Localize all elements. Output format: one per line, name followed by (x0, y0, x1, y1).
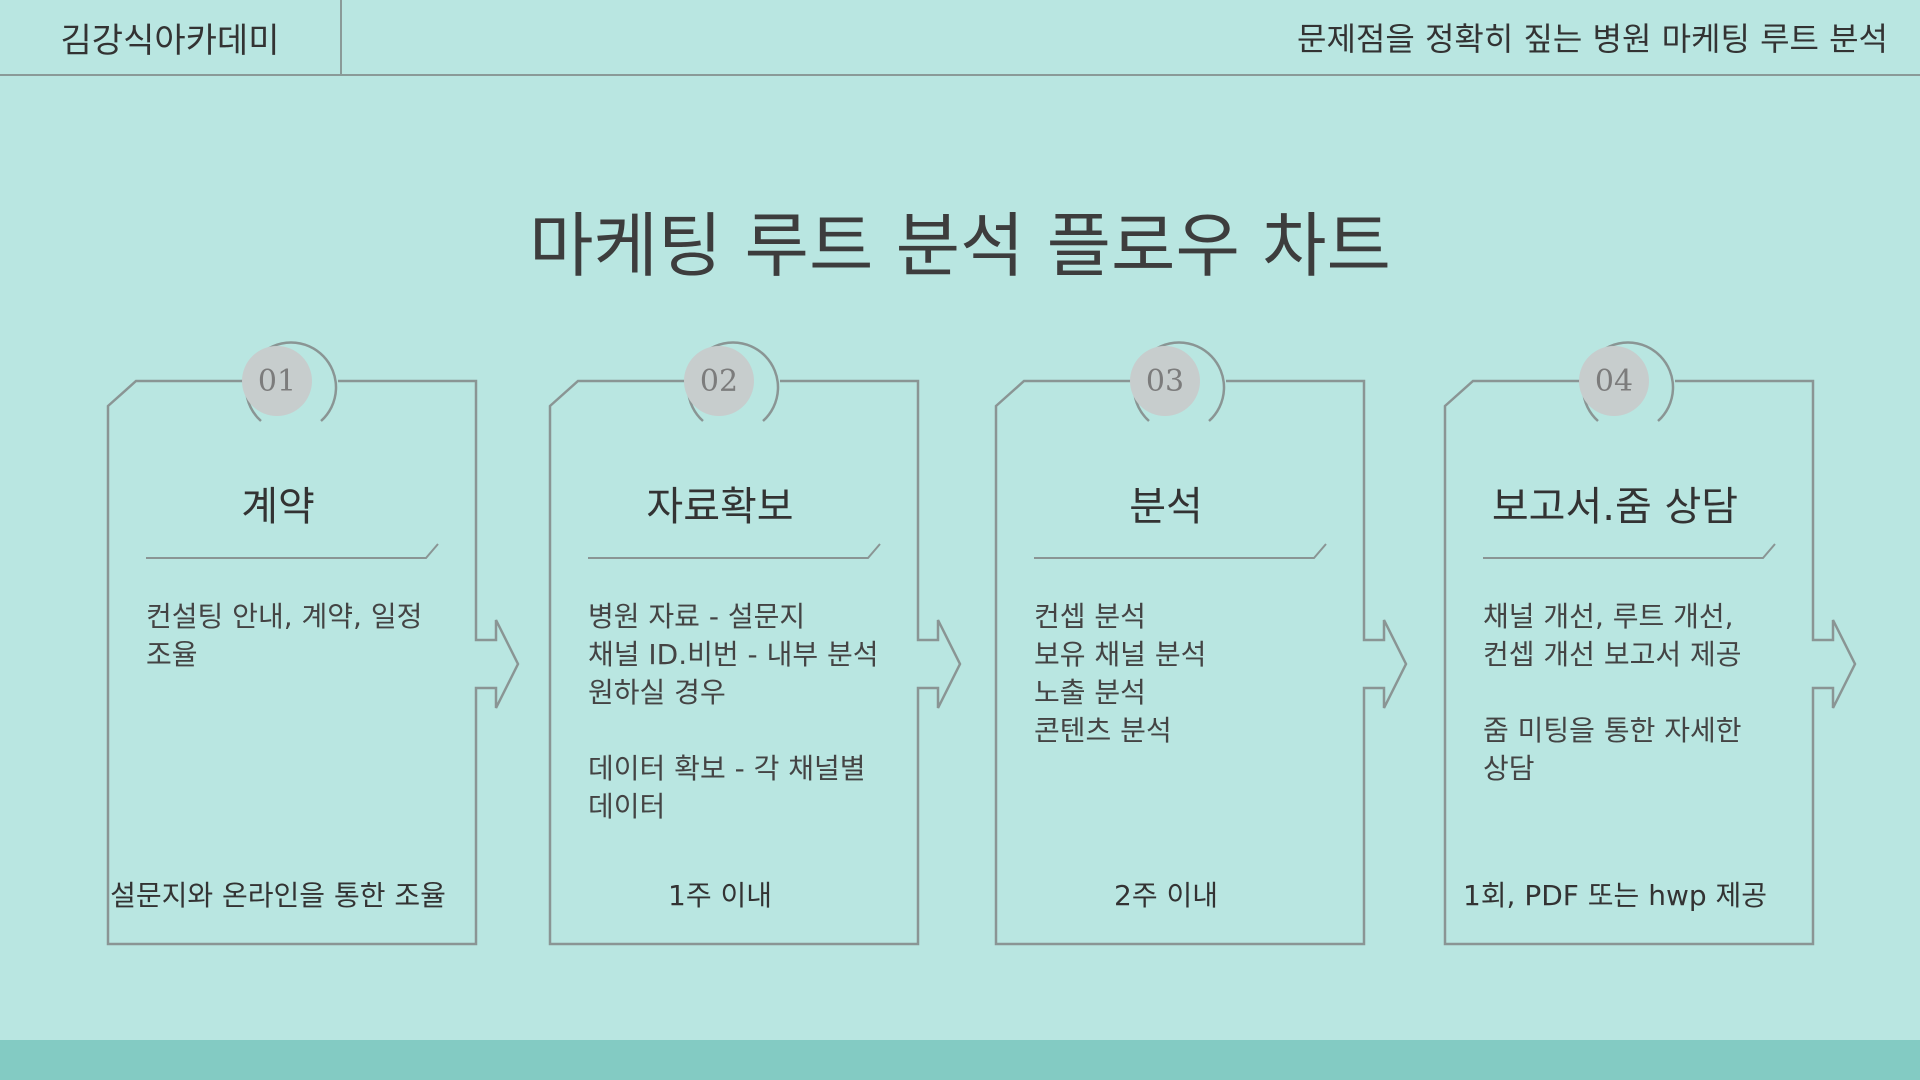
step-text-line: 줌 미팅을 통한 자세한 (1483, 714, 1742, 747)
header-subtitle: 문제점을 정확히 짚는 병원 마케팅 루트 분석 (1297, 20, 1888, 58)
step-title: 보고서.줌 상담 (1491, 484, 1739, 530)
step-text-line: 보유 채널 분석 (1034, 638, 1207, 671)
step-text-line: 컨셉 개선 보고서 제공 (1483, 638, 1742, 671)
step-duration: 2주 이내 (1114, 879, 1218, 912)
step-text-line: 데이터 (588, 790, 666, 823)
brand-name: 김강식아카데미 (0, 0, 342, 74)
step-text-line: 원하실 경우 (588, 676, 726, 709)
step-text-line: 병원 자료 - 설문지 (588, 600, 806, 633)
top-bar: 김강식아카데미 문제점을 정확히 짚는 병원 마케팅 루트 분석 (0, 0, 1920, 76)
step-text-line: 상담 (1483, 752, 1535, 785)
step-title: 계약 (241, 484, 315, 530)
step-text-line (1483, 674, 1803, 712)
step-text-line: 데이터 확보 - 각 채널별 (588, 752, 866, 785)
step-duration: 1주 이내 (668, 879, 772, 912)
bottom-band (0, 1040, 1920, 1080)
step-text-line: 조율 (146, 638, 198, 671)
step-duration: 설문지와 온라인을 통한 조율 (110, 879, 446, 912)
step-text-line: 콘텐츠 분석 (1034, 714, 1172, 747)
step-duration: 1회, PDF 또는 hwp 제공 (1462, 879, 1768, 912)
step-text-line: 채널 ID.비번 - 내부 분석 (588, 638, 879, 671)
step-number-badge: 04 (1579, 346, 1649, 416)
step-number-badge: 02 (684, 346, 754, 416)
step-title: 자료확보 (646, 484, 794, 530)
step-number-badge: 01 (242, 346, 312, 416)
step-text-line: 컨셉 분석 (1034, 600, 1146, 633)
step-title: 분석 (1129, 484, 1203, 530)
page-title: 마케팅 루트 분석 플로우 차트 (529, 205, 1391, 287)
step-number-badge: 03 (1130, 346, 1200, 416)
step-text-line: 노출 분석 (1034, 676, 1146, 709)
step-text-line: 채널 개선, 루트 개선, (1483, 600, 1734, 633)
step-text-line (588, 712, 908, 750)
step-text-line: 컨설팅 안내, 계약, 일정 (146, 600, 423, 633)
